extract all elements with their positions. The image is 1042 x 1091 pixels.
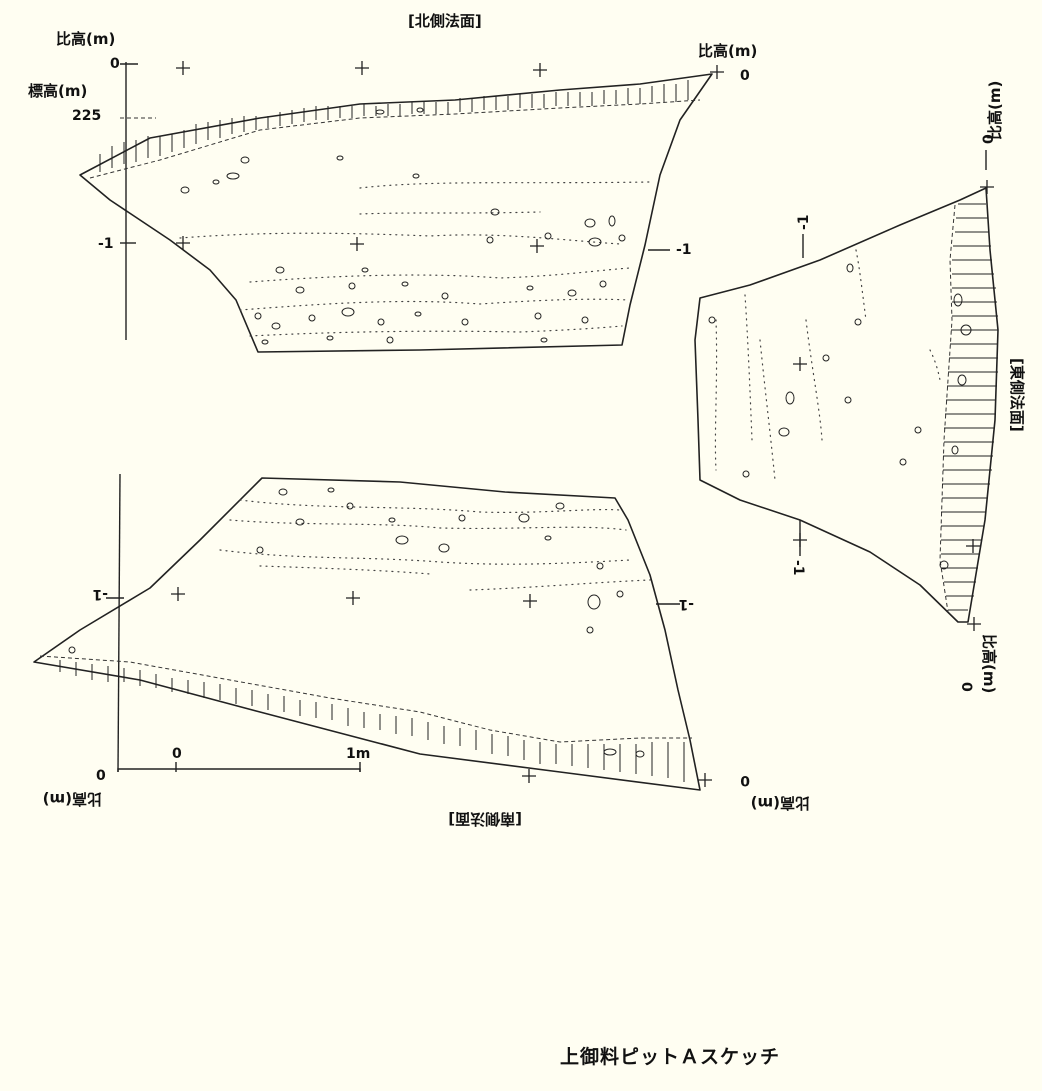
south-stones	[68, 487, 645, 758]
north-minus1-right: -1	[676, 242, 692, 258]
east-zero-top: 0	[981, 134, 997, 144]
east-stones	[708, 263, 972, 570]
south-topsoil-line	[39, 655, 692, 743]
scale-bar-line	[117, 768, 361, 772]
north-hyoukou-label: 標高(m)	[28, 82, 87, 100]
north-face-outline	[79, 73, 713, 353]
north-zero-left: 0	[110, 56, 120, 72]
east-zero-bottom: 0	[958, 682, 974, 692]
north-zero-right: 0	[740, 68, 750, 84]
east-grid-crosses	[793, 180, 994, 631]
east-face-title: [東側法面]	[1008, 358, 1026, 432]
east-minus1-lower: -1	[790, 560, 806, 576]
north-face-section: [北側法面] 比高(m) 比高(m) 標高(m) 225 0 0 -1 -1	[28, 12, 757, 353]
south-strata-lines	[219, 499, 651, 591]
scale-bar: 0 1m	[117, 746, 370, 772]
east-topsoil-line	[939, 204, 956, 613]
north-hikou-label-right: 比高(m)	[698, 42, 757, 60]
north-hikou-label-left: 比高(m)	[56, 30, 115, 48]
east-hikou-label-top: 比高(m)	[986, 81, 1004, 140]
south-topsoil-hatching	[59, 660, 685, 782]
east-minus1-upper: -1	[796, 214, 812, 230]
north-topsoil-line	[89, 99, 701, 179]
south-zero-left: 0	[96, 768, 106, 784]
south-grid-crosses	[171, 587, 712, 787]
south-face-section: [南側法面] 比高(m) 比高(m) 0 0 -1 -1	[33, 473, 810, 828]
south-face-outline	[33, 477, 701, 791]
north-elevation-value: 225	[72, 108, 101, 124]
north-strata-lines	[179, 181, 651, 337]
south-scale-axis	[117, 473, 121, 773]
east-face-section: [東側法面] 比高(m) 比高(m) 0 0 -1 -1	[694, 81, 1026, 693]
east-strata-lines	[714, 249, 941, 481]
south-minus1-right: -1	[678, 596, 694, 612]
scale-bar-start-label: 0	[172, 746, 182, 762]
sketch-caption: 上御料ピットＡスケッチ	[560, 1046, 781, 1068]
north-grid-crosses	[176, 61, 724, 253]
north-stones	[180, 107, 626, 345]
south-face-title: [南側法面]	[448, 810, 522, 828]
south-hikou-label-right: 比高(m)	[751, 794, 810, 812]
scale-bar-end-label: 1m	[346, 746, 370, 762]
south-hikou-label-left: 比高(m)	[43, 790, 102, 808]
north-minus1-left: -1	[98, 236, 114, 252]
east-hikou-label-bottom: 比高(m)	[980, 634, 998, 693]
north-topsoil-hatching	[99, 80, 689, 172]
east-topsoil-hatching	[941, 203, 998, 611]
east-face-outline	[694, 187, 999, 623]
south-minus1-left: -1	[92, 586, 108, 602]
south-zero-right: 0	[740, 772, 750, 788]
north-face-title: [北側法面]	[408, 12, 482, 30]
